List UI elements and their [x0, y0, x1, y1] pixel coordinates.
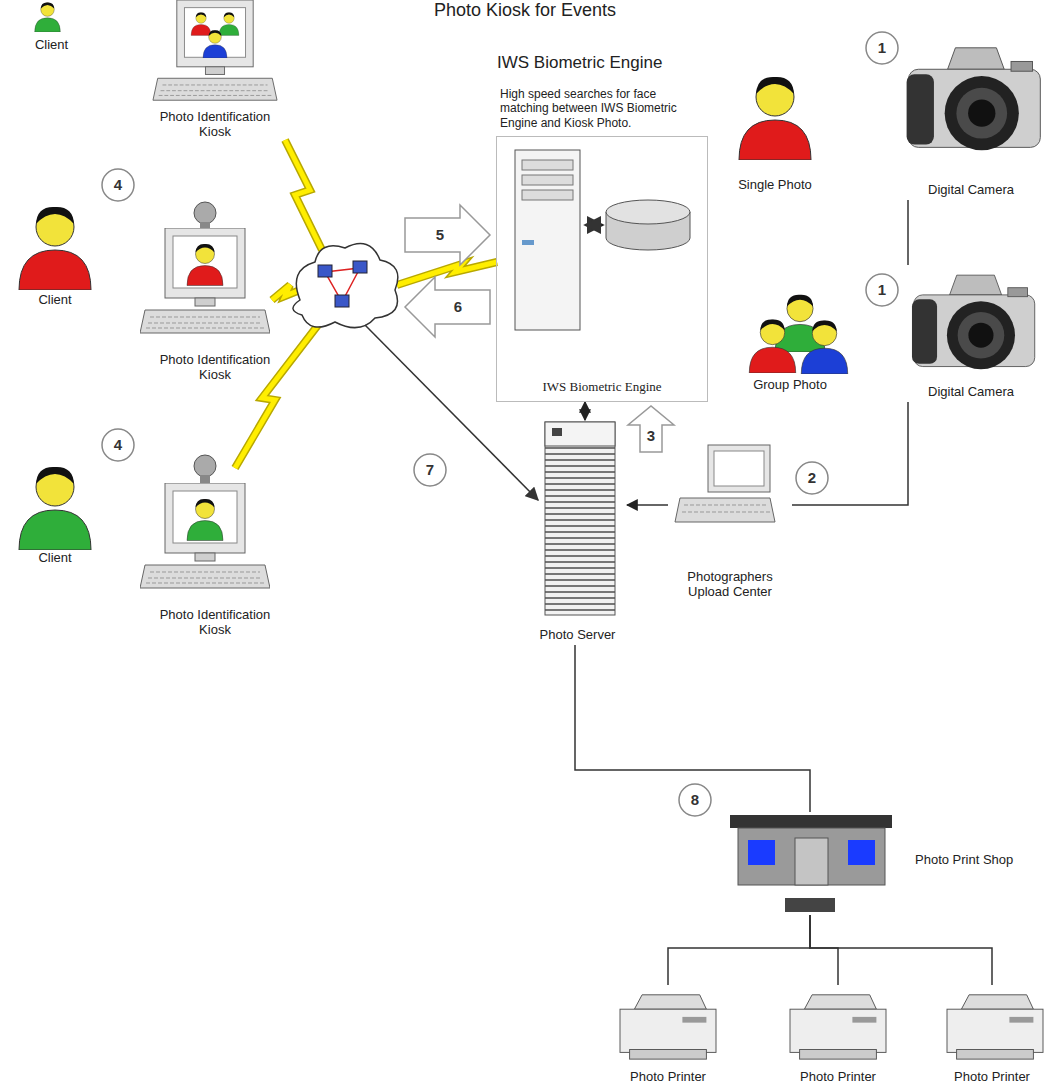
single-subject	[739, 77, 811, 160]
diagram-title: Photo Kiosk for Events	[0, 0, 1050, 21]
camera-node: Digital Camera	[894, 0, 1048, 200]
printer-icon	[790, 995, 886, 1059]
node-label: IWS Biometric Engine	[497, 53, 662, 73]
camera-node: Digital Camera	[894, 265, 1048, 402]
client-figure	[19, 207, 91, 290]
node-label: Client	[3, 292, 107, 308]
callout-number: 6	[443, 292, 473, 322]
printer-icon	[947, 995, 1043, 1059]
callout-number: 1	[867, 33, 897, 63]
printer-node: Photo Printer	[781, 985, 895, 1087]
printer-icon	[620, 995, 716, 1059]
callout-number: 3	[636, 421, 666, 451]
kiosk-figures	[140, 0, 277, 588]
kiosk-computer	[140, 228, 270, 333]
camera-icon	[907, 48, 1041, 150]
node-label: Client	[3, 550, 107, 566]
callout-number: 2	[797, 463, 827, 493]
node-label: Photo Identification Kiosk	[150, 109, 280, 140]
callout-number: 5	[425, 220, 455, 250]
client-node: Client	[3, 455, 107, 568]
print-shop: Photo Print Shop	[725, 812, 1030, 915]
cameras	[907, 48, 1041, 369]
screen-person	[187, 499, 223, 541]
callout-number: 4	[103, 430, 133, 460]
callout-number: 4	[103, 170, 133, 200]
arrow-to-server	[365, 325, 538, 500]
screen-person	[187, 244, 223, 286]
kiosk-computer	[153, 0, 277, 100]
kiosk-node: Photo Identification Kiosk	[130, 450, 300, 640]
node-label: Digital Camera	[894, 384, 1048, 400]
callout-number: 7	[415, 455, 445, 485]
node-label: Group Photo	[723, 377, 857, 393]
group-subject	[801, 320, 847, 374]
connector	[584, 402, 586, 420]
screen-person	[191, 13, 211, 36]
engine-hardware	[515, 150, 690, 330]
node-label: Photo Print Shop	[915, 852, 1013, 868]
printer-node: Photo Printer	[936, 985, 1048, 1087]
kiosk-computer	[140, 483, 270, 588]
server-node: Photo Server	[528, 420, 627, 645]
connector	[668, 915, 810, 985]
connector	[810, 915, 838, 985]
connector	[627, 504, 668, 506]
photo-subject: Group Photo	[723, 285, 857, 395]
node-label: Photo Printer	[781, 1069, 895, 1085]
webcam	[194, 202, 216, 224]
callout-number: 1	[867, 275, 897, 305]
print-shop-building	[730, 815, 892, 912]
client-figure	[19, 467, 91, 550]
photo-subjects	[739, 77, 848, 374]
group-subject	[749, 319, 795, 373]
kiosk-node: Photo Identification Kiosk	[130, 0, 300, 142]
callout-circles	[102, 32, 898, 816]
node-label: Photo Identification Kiosk	[150, 352, 280, 383]
webcam	[194, 455, 216, 477]
node-label: High speed searches for face matching be…	[500, 87, 707, 130]
connector	[792, 402, 908, 505]
webcam-stand	[200, 475, 210, 483]
printers	[620, 995, 1043, 1059]
client-figures	[19, 2, 91, 550]
webcam-stand	[200, 222, 210, 228]
node-label: Photo Server	[528, 627, 627, 643]
photo-subject: Single Photo	[718, 65, 832, 195]
upload-computer	[675, 445, 775, 522]
screen-person	[219, 13, 239, 36]
network-cloud	[293, 244, 398, 328]
connector	[907, 200, 909, 265]
callout-number: 8	[680, 785, 710, 815]
network-hub	[785, 898, 835, 912]
engine-box: IWS Biometric EngineHigh speed searches …	[496, 136, 708, 402]
node-label: Photo Identification Kiosk	[150, 607, 280, 638]
node-label: Photo Printer	[611, 1069, 725, 1085]
node-label: Photo Printer	[936, 1069, 1048, 1085]
node-label: Client	[2, 37, 101, 53]
screen-person	[203, 30, 227, 58]
photo-server-hardware	[545, 422, 615, 615]
kiosk-node: Photo Identification Kiosk	[130, 195, 300, 385]
node-label: IWS Biometric Engine	[497, 379, 707, 395]
node-label: Photographers Upload Center	[668, 569, 792, 600]
camera-icon	[912, 275, 1035, 369]
upload-center: Photographers Upload Center	[668, 440, 792, 602]
connector	[810, 915, 992, 985]
client-node: Client	[3, 195, 107, 310]
client-node: Client	[2, 0, 101, 55]
printer-node: Photo Printer	[611, 985, 725, 1087]
node-label: Single Photo	[718, 177, 832, 193]
connector	[575, 645, 810, 812]
node-label: Digital Camera	[894, 182, 1048, 198]
client-figure	[35, 2, 61, 32]
